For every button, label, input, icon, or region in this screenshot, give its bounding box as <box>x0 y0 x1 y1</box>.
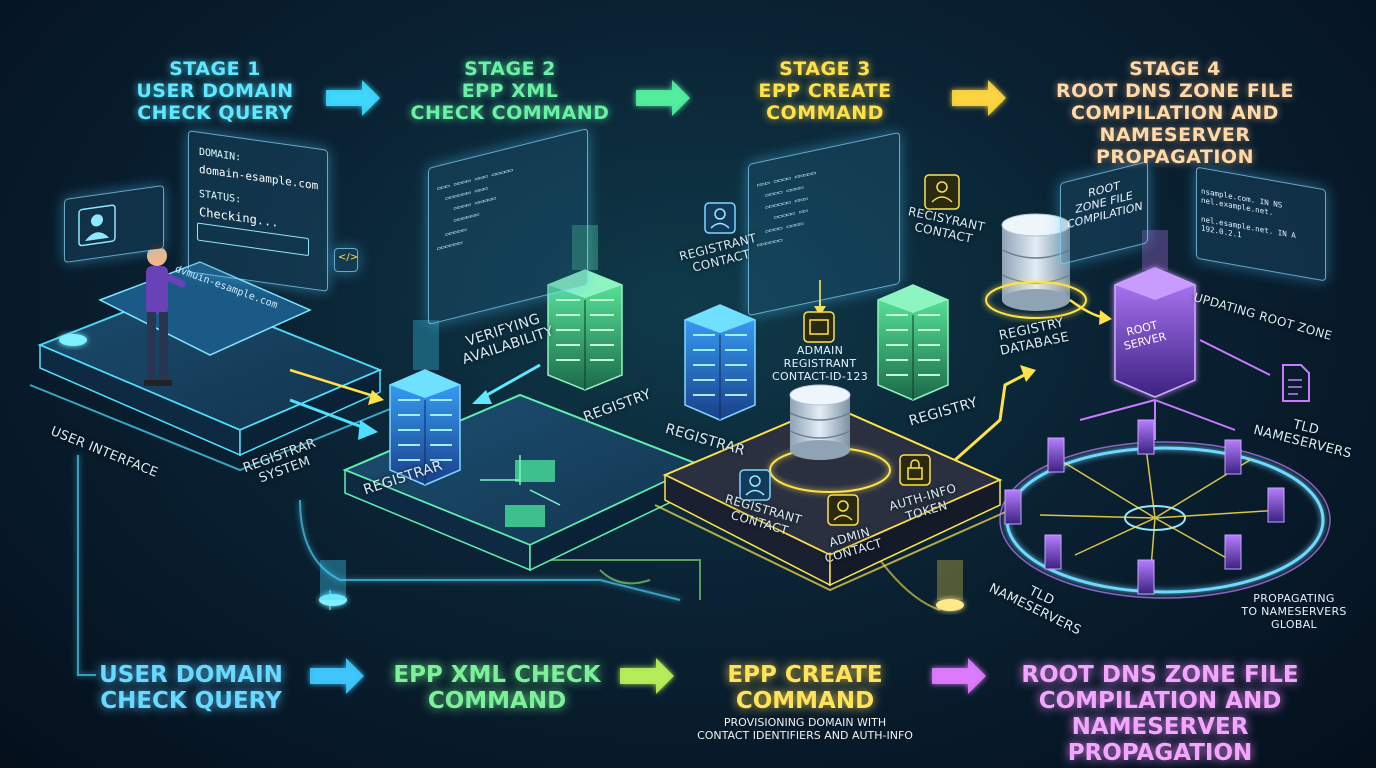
nameserver-icon <box>1047 437 1065 473</box>
domain-label: DOMAIN: <box>199 146 242 164</box>
registry-server-icon <box>877 284 949 401</box>
arrow-right-icon <box>932 658 986 694</box>
domain-value: domain-esample.com <box>199 162 319 193</box>
arrow-right-icon <box>310 658 364 694</box>
database-icon <box>789 384 851 460</box>
code-icon: </> <box>334 248 358 272</box>
xml-create-panel: ▭▭▭ ▭▭▭▭ ▭▭▭▭▭ ▭▭▭▭ ▭▭▭▭ ▭▭▭▭▭▭ ▭▭▭ ▭▭▭▭… <box>748 131 900 317</box>
id-card-icon <box>803 311 835 343</box>
user-avatar-icon <box>78 204 116 247</box>
registry-server-icon <box>547 269 623 391</box>
nameserver-icon <box>1004 489 1022 525</box>
registrar-server-icon <box>684 304 756 421</box>
nameserver-icon <box>1137 559 1155 595</box>
nameserver-icon <box>1044 534 1062 570</box>
contact-card-icon <box>739 469 771 501</box>
arrow-right-icon <box>326 80 380 116</box>
user-profile-panel <box>64 184 164 264</box>
root-server-icon <box>1114 267 1196 398</box>
user-person-icon <box>144 243 186 386</box>
nameserver-icon <box>1224 439 1242 475</box>
contact-card-icon <box>827 494 859 526</box>
arrow-right-icon <box>620 658 674 694</box>
status-label: STATUS: <box>199 188 242 206</box>
document-icon <box>1282 364 1310 402</box>
nameserver-icon <box>1137 419 1155 455</box>
contact-card-icon <box>704 202 736 234</box>
registrar-server-icon <box>389 369 461 486</box>
registry-database-icon <box>1001 213 1071 311</box>
nameserver-icon <box>1224 534 1242 570</box>
arrow-right-icon <box>636 80 690 116</box>
domain-check-panel: DOMAIN: domain-esample.com STATUS: Check… <box>188 130 328 292</box>
arrow-right-icon <box>952 80 1006 116</box>
nameserver-icon <box>1267 487 1285 523</box>
